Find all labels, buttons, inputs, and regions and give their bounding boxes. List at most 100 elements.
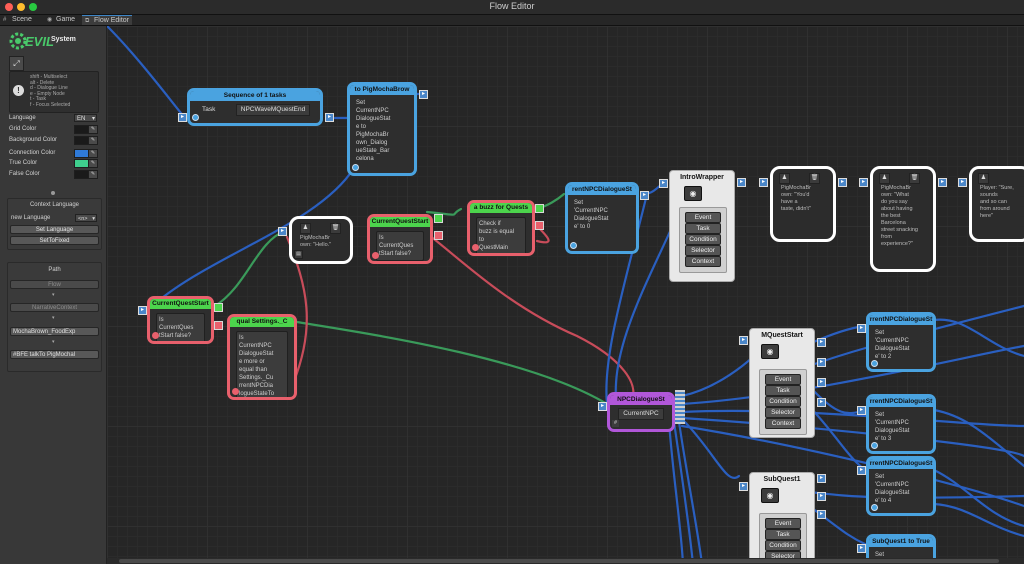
close-window-button[interactable] (5, 3, 13, 11)
equal-settings-node[interactable]: qual Settings._C Is CurrentNPC DialogueS… (227, 314, 297, 400)
path-narrative-button[interactable]: NarrativeContext (10, 303, 99, 312)
eye-icon[interactable]: ◉ (761, 488, 779, 503)
output-port[interactable]: ▸ (817, 474, 826, 483)
event-button[interactable]: Event (685, 212, 721, 223)
dialogue-bubble-taste[interactable]: ♟ 🗑 PigMochaBr own: "You'd have a taste,… (770, 166, 836, 242)
sequence-node[interactable]: Sequence of 1 tasks Task NPCWaveMQuestEn… (187, 88, 323, 126)
eyedropper-icon[interactable]: ✎ (88, 125, 98, 134)
dialogue-bubble-barcelona[interactable]: ♟ 🗑 PigMochaBr own: "What do you say abo… (870, 166, 936, 272)
false-port[interactable] (214, 321, 223, 330)
dialogue-bubble-hello[interactable]: ♟ 🗑 PigMochaBr own: "Hello." ▤ (289, 216, 353, 264)
dialogue-bubble-player[interactable]: ♟ Player: "Sure, sounds and so can from … (969, 166, 1024, 242)
flow-canvas[interactable]: Sequence of 1 tasks Task NPCWaveMQuestEn… (107, 26, 1024, 564)
to-pig-node[interactable]: to PigMochaBrow Set CurrentNPC DialogueS… (347, 82, 417, 176)
input-port[interactable]: ▸ (278, 227, 287, 236)
current-quest-start-node[interactable]: CurrentQuestStart Is CurrentQues tStart … (147, 296, 214, 344)
input-port[interactable]: ▸ (958, 178, 967, 187)
subquest1-node[interactable]: SubQuest1 ◉ Event Task Condition Selecto… (749, 472, 815, 564)
scrollbar-thumb[interactable] (119, 559, 999, 563)
dialogue-state-switch-node[interactable]: NPCDialogueSt CurrentNPC # (607, 392, 675, 432)
selector-button[interactable]: Selector (685, 245, 721, 256)
background-color-swatch[interactable] (74, 136, 89, 145)
buzz-check-node[interactable]: a buzz for Quests Check if buzz is equal… (467, 200, 535, 256)
path-flow-button[interactable]: Flow (10, 280, 99, 289)
switch-output-ports[interactable] (675, 390, 685, 424)
eyedropper-icon[interactable]: ✎ (88, 136, 98, 145)
output-port[interactable]: ▸ (325, 113, 334, 122)
eyedropper-icon[interactable]: ✎ (88, 170, 98, 179)
input-port[interactable]: ▸ (178, 113, 187, 122)
language-dropdown[interactable]: EN▾ (74, 114, 97, 122)
new-language-dropdown[interactable]: <n>▾ (75, 214, 97, 222)
input-port[interactable]: ▸ (759, 178, 768, 187)
condition-button[interactable]: Condition (765, 396, 801, 407)
path-bfe-button[interactable]: #BFE talkTo PigMochal (10, 350, 99, 359)
input-port[interactable]: ▸ (598, 402, 607, 411)
true-port[interactable] (214, 303, 223, 312)
trash-icon[interactable]: 🗑 (330, 223, 341, 234)
context-button[interactable]: Context (765, 418, 801, 429)
input-port[interactable]: ▸ (739, 336, 748, 345)
condition-button[interactable]: Condition (685, 234, 721, 245)
eyedropper-icon[interactable]: ✎ (88, 159, 98, 168)
set-language-button[interactable]: Set Language (10, 225, 99, 234)
trash-icon[interactable]: 🗑 (809, 173, 820, 184)
task-button[interactable]: Task (765, 385, 801, 396)
expand-button[interactable]: ⤢ (9, 56, 24, 71)
false-port[interactable] (535, 221, 544, 230)
false-color-swatch[interactable] (74, 170, 89, 179)
intro-wrapper-node[interactable]: IntroWrapper ◉ Event Task Condition Sele… (669, 170, 735, 282)
tab-game[interactable]: ◉Game (47, 16, 76, 23)
input-port[interactable]: ▸ (138, 306, 147, 315)
horizontal-scrollbar[interactable] (107, 558, 1024, 564)
switch-value-field[interactable]: CurrentNPC (618, 408, 664, 420)
eyedropper-icon[interactable]: ✎ (88, 149, 98, 158)
set-dialogue-state-2-node[interactable]: rrentNPCDialogueSt Set 'CurrentNPC Dialo… (866, 312, 936, 372)
task-button[interactable]: Task (685, 223, 721, 234)
condition-button[interactable]: Condition (765, 540, 801, 551)
output-port[interactable]: ▸ (817, 338, 826, 347)
mquest-start-node[interactable]: MQuestStart ◉ Event Task Condition Selec… (749, 328, 815, 438)
minimize-window-button[interactable] (17, 3, 25, 11)
false-port[interactable] (434, 231, 443, 240)
task-field[interactable]: NPCWaveMQuestEnd (236, 104, 310, 116)
output-port[interactable]: ▸ (817, 358, 826, 367)
true-color-swatch[interactable] (74, 159, 89, 168)
tab-scene[interactable]: #Scene (3, 16, 32, 23)
input-port[interactable]: ▸ (859, 178, 868, 187)
input-port[interactable]: ▸ (857, 544, 866, 553)
input-port[interactable]: ▸ (739, 482, 748, 491)
grid-color-swatch[interactable] (74, 125, 89, 134)
set-to-fixed-button[interactable]: SetToFixed (10, 236, 99, 245)
current-quest-start-node-2[interactable]: CurrentQuestStart Is CurrentQues tStart … (367, 214, 433, 264)
output-port[interactable]: ▸ (817, 398, 826, 407)
output-port[interactable]: ▸ (938, 178, 947, 187)
eye-icon[interactable]: ◉ (684, 186, 702, 201)
selector-button[interactable]: Selector (765, 407, 801, 418)
input-port[interactable]: ▸ (857, 406, 866, 415)
output-port[interactable]: ▸ (419, 90, 428, 99)
output-port[interactable]: ▸ (817, 492, 826, 501)
output-port[interactable]: ▸ (640, 191, 649, 200)
tab-flow-editor[interactable]: ⧉Flow Editor (82, 15, 132, 25)
set-dialogue-state-4-node[interactable]: rrentNPCDialogueSt Set 'CurrentNPC Dialo… (866, 456, 936, 516)
output-port[interactable]: ▸ (817, 378, 826, 387)
output-port[interactable]: ▸ (838, 178, 847, 187)
event-button[interactable]: Event (765, 518, 801, 529)
eye-icon[interactable]: ◉ (761, 344, 779, 359)
maximize-window-button[interactable] (29, 3, 37, 11)
connection-color-swatch[interactable] (74, 149, 89, 158)
task-button[interactable]: Task (765, 529, 801, 540)
path-mocha-button[interactable]: MochaBrown_FoodExp (10, 327, 99, 336)
input-port[interactable]: ▸ (857, 324, 866, 333)
set-dialogue-state-0-node[interactable]: rentNPCDialogueSt Set 'CurrentNPC Dialog… (565, 182, 639, 254)
true-port[interactable] (434, 214, 443, 223)
context-button[interactable]: Context (685, 256, 721, 267)
set-dialogue-state-3-node[interactable]: rrentNPCDialogueSt Set 'CurrentNPC Dialo… (866, 394, 936, 454)
input-port[interactable]: ▸ (659, 179, 668, 188)
event-button[interactable]: Event (765, 374, 801, 385)
true-port[interactable] (535, 204, 544, 213)
output-port[interactable]: ▸ (817, 510, 826, 519)
trash-icon[interactable]: 🗑 (909, 173, 920, 184)
output-port[interactable]: ▸ (737, 178, 746, 187)
